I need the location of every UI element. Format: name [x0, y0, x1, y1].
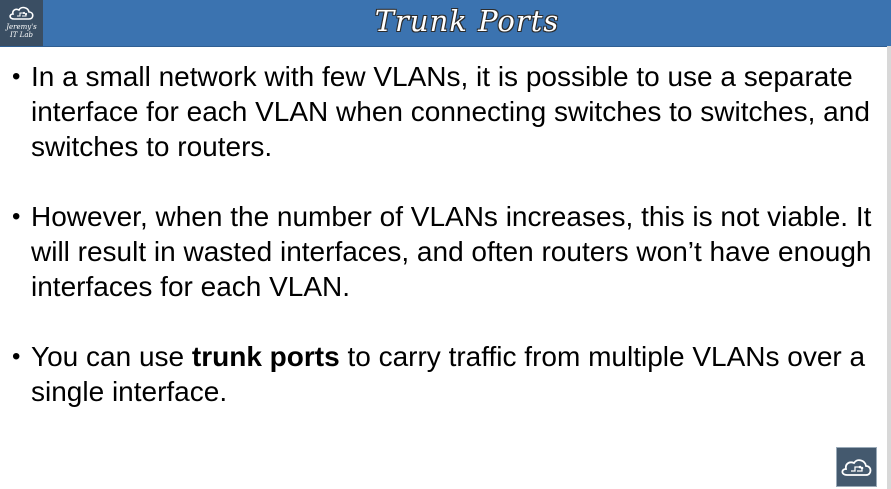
bullet-bold-term: trunk ports: [191, 341, 340, 372]
bullet-list: • In a small network with few VLANs, it …: [12, 59, 872, 444]
bullet-icon: •: [12, 203, 21, 230]
bullet-text: In a small network with few VLANs, it is…: [31, 61, 870, 162]
logo-text: Jeremy's IT Lab: [0, 23, 43, 39]
bullet-icon: •: [12, 63, 21, 90]
logo-line-2: IT Lab: [10, 31, 33, 39]
right-edge-scroll-track: [887, 46, 891, 489]
bullet-text: You can use trunk ports to carry traffic…: [31, 341, 865, 407]
slide-title: Trunk Ports: [374, 4, 560, 38]
bullet-text-after: to carry traffic from multiple VLANs ove…: [31, 341, 866, 407]
cloud-circuit-icon: [841, 459, 872, 476]
bullet-text: However, when the number of VLANs increa…: [31, 201, 872, 302]
title-bar: Jeremy's IT Lab Trunk Ports: [0, 0, 891, 47]
bullet-item: • In a small network with few VLANs, it …: [12, 59, 872, 164]
cloud-circuit-icon: [9, 6, 34, 20]
logo-line-1: Jeremy's: [6, 23, 37, 31]
bullet-item: • However, when the number of VLANs incr…: [12, 199, 872, 304]
bullet-text-before: You can use: [31, 341, 192, 372]
bullet-item: • You can use trunk ports to carry traff…: [12, 339, 872, 409]
jeremys-it-lab-logo: Jeremy's IT Lab: [0, 0, 43, 46]
corner-logo: [836, 447, 877, 487]
bullet-icon: •: [12, 343, 21, 370]
